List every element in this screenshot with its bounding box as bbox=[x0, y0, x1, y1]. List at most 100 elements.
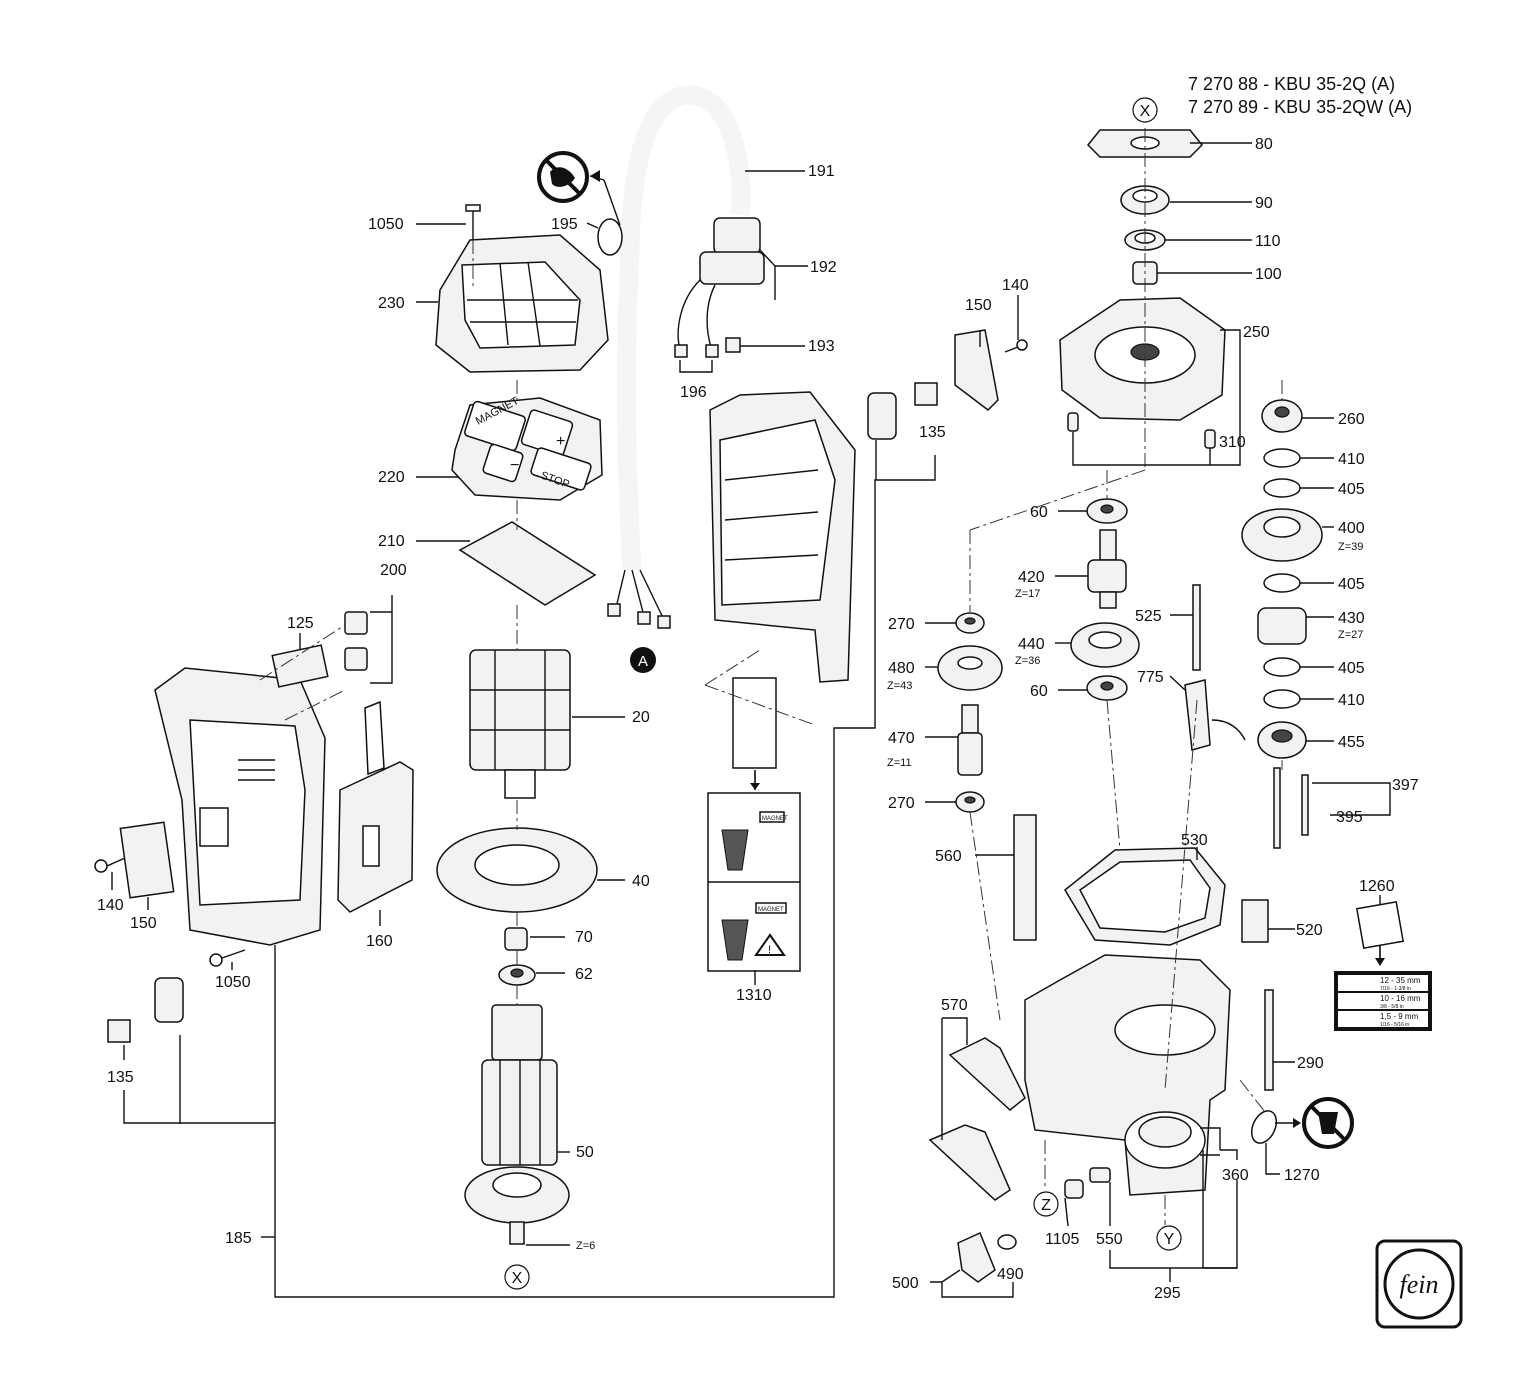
label-sheet bbox=[732, 677, 777, 769]
gear-440 bbox=[1070, 622, 1140, 668]
cable-wires-bottom bbox=[607, 569, 671, 629]
ref-x-bottom: X bbox=[504, 1264, 530, 1290]
drill-row-1-line2: 7/16 - 1-3/8 in bbox=[1380, 986, 1411, 992]
dowel-pin-310b bbox=[1204, 429, 1216, 449]
label-125: 125 bbox=[287, 615, 314, 632]
fitting-550 bbox=[1089, 1167, 1111, 1183]
fein-logo: fein bbox=[1375, 1239, 1463, 1329]
plate-520 bbox=[1241, 899, 1269, 943]
knob-500 bbox=[957, 1231, 996, 1283]
label-1260 bbox=[1355, 900, 1405, 950]
label-410a: 410 bbox=[1338, 451, 1365, 468]
label-405b: 405 bbox=[1338, 576, 1365, 593]
screw-140a bbox=[94, 857, 126, 873]
cover-plate-150a bbox=[119, 821, 175, 899]
cable-sleeve-192 bbox=[699, 217, 765, 285]
tooth-z43: Z=43 bbox=[887, 680, 912, 692]
switch-minus-text: − bbox=[510, 457, 519, 474]
gear-430 bbox=[1257, 607, 1307, 645]
label-550: 550 bbox=[1096, 1231, 1123, 1248]
pin-525 bbox=[1192, 584, 1201, 671]
label-193: 193 bbox=[808, 338, 835, 355]
model-line-1: 7 270 88 - KBU 35-2Q (A) bbox=[1188, 74, 1395, 94]
ref-z: Z bbox=[1033, 1191, 1059, 1217]
ref-x-top-text: X bbox=[1140, 103, 1151, 120]
gear-400 bbox=[1241, 508, 1323, 562]
side-cover-160 bbox=[337, 700, 414, 913]
tooth-counts: Z=6 Z=17 Z=36 Z=43 Z=11 Z=39 Z=27 bbox=[576, 541, 1363, 1252]
nipple-1105 bbox=[1064, 1179, 1084, 1199]
switch-plus-text: + bbox=[556, 433, 565, 450]
bearing-60a bbox=[1086, 498, 1128, 524]
no-water-icon bbox=[1302, 1097, 1354, 1149]
label-530: 530 bbox=[1181, 832, 1208, 849]
label-140a: 140 bbox=[97, 897, 124, 914]
ref-x-top: X bbox=[1132, 97, 1158, 123]
label-20: 20 bbox=[632, 709, 650, 726]
motor-housing bbox=[154, 667, 326, 946]
label-470: 470 bbox=[888, 730, 915, 747]
gear-480 bbox=[937, 645, 1003, 691]
label-220: 220 bbox=[378, 469, 405, 486]
gasket-530 bbox=[1064, 847, 1226, 946]
bearing-60b bbox=[1086, 675, 1128, 701]
assembly-lines bbox=[259, 128, 1283, 1225]
carbon-brush-200b bbox=[344, 647, 368, 671]
bearing-260 bbox=[1261, 399, 1303, 433]
drill-row-2-line1: 10 - 16 mm bbox=[1380, 994, 1421, 1003]
ring-405c bbox=[1263, 657, 1301, 677]
ref-z-text: Z bbox=[1041, 1197, 1051, 1214]
label-525: 525 bbox=[1135, 608, 1162, 625]
label-70: 70 bbox=[575, 929, 593, 946]
label-310: 310 bbox=[1219, 434, 1246, 451]
label-230: 230 bbox=[378, 295, 405, 312]
drill-chart: 12 - 35 mm 7/16 - 1-3/8 in 10 - 16 mm 3/… bbox=[1334, 971, 1432, 1031]
gear-housing-middle bbox=[709, 391, 856, 683]
circuit-board-210 bbox=[458, 521, 597, 606]
label-490: 490 bbox=[997, 1266, 1024, 1283]
label-192: 192 bbox=[810, 259, 837, 276]
ring-410a bbox=[1263, 448, 1301, 468]
cable-tag-195 bbox=[597, 218, 623, 256]
label-500: 500 bbox=[892, 1275, 919, 1292]
connector-135b bbox=[867, 382, 938, 440]
pinion-470 bbox=[957, 704, 983, 776]
tooth-z6: Z=6 bbox=[576, 1240, 595, 1252]
cover-plate-150b bbox=[954, 329, 999, 411]
bearing-270b bbox=[955, 791, 985, 813]
label-360: 360 bbox=[1222, 1167, 1249, 1184]
label-480: 480 bbox=[888, 660, 915, 677]
fein-logo-text: fein bbox=[1400, 1270, 1439, 1299]
handle-570a bbox=[948, 1037, 1026, 1111]
label-195: 195 bbox=[551, 216, 578, 233]
label-1050a: 1050 bbox=[368, 216, 404, 233]
pinion-420 bbox=[1087, 529, 1127, 609]
label-140b: 140 bbox=[1002, 277, 1029, 294]
tag-1270 bbox=[1250, 1110, 1278, 1144]
warning-magnet-bottom: MAGNET bbox=[758, 907, 784, 913]
carbon-brush-200a bbox=[344, 611, 368, 635]
ref-x-bottom-text: X bbox=[512, 1270, 523, 1287]
label-191: 191 bbox=[808, 163, 835, 180]
part-labels: 1050 230 220 210 200 125 140 150 1050 16… bbox=[97, 136, 1419, 1302]
base-295 bbox=[1024, 954, 1231, 1196]
switch-cover-230 bbox=[435, 234, 609, 373]
ref-a-badge: A bbox=[630, 647, 656, 673]
cable-wires-193 bbox=[674, 279, 741, 358]
model-line-2: 7 270 89 - KBU 35-2QW (A) bbox=[1188, 97, 1412, 117]
rod-290 bbox=[1264, 989, 1274, 1091]
dowel-pin-310a bbox=[1067, 412, 1079, 432]
label-430: 430 bbox=[1338, 610, 1365, 627]
label-1270: 1270 bbox=[1284, 1167, 1320, 1184]
label-60b: 60 bbox=[1030, 683, 1048, 700]
warning-magnet-top: MAGNET bbox=[762, 816, 788, 822]
label-62: 62 bbox=[575, 966, 593, 983]
guide-rail-560 bbox=[1013, 814, 1037, 941]
warning-label-1310: MAGNET MAGNET ! bbox=[707, 792, 801, 972]
label-1050b: 1050 bbox=[215, 974, 251, 991]
screw-140b bbox=[1004, 339, 1028, 353]
ref-y-text: Y bbox=[1164, 1231, 1175, 1248]
label-135a: 135 bbox=[107, 1069, 134, 1086]
label-400: 400 bbox=[1338, 520, 1365, 537]
label-270a: 270 bbox=[888, 616, 915, 633]
